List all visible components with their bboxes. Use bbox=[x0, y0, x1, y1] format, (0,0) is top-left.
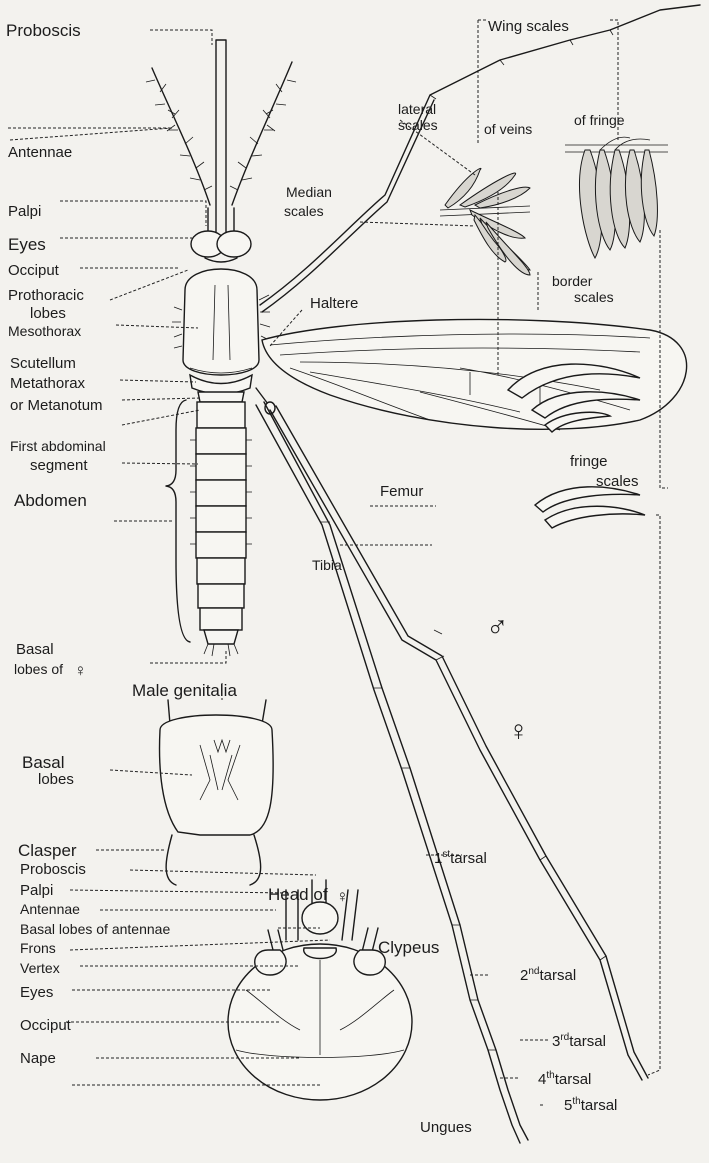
label-border-scales-1: border bbox=[552, 273, 593, 289]
wing-scales-drawing bbox=[440, 137, 668, 275]
label-head-frons: Frons bbox=[20, 940, 56, 956]
label-head-of: Head of bbox=[268, 885, 328, 904]
male-genitalia-drawing bbox=[160, 700, 274, 885]
label-lateral-scales-1: lateral bbox=[398, 101, 436, 117]
tarsal-3-word: tarsal bbox=[569, 1033, 606, 1050]
label-fringe-scales-1: fringe bbox=[570, 453, 608, 470]
label-of-veins: of veins bbox=[484, 121, 532, 137]
label-haltere: Haltere bbox=[310, 295, 358, 312]
label-tarsal-3: 3rdtarsal bbox=[552, 1032, 606, 1050]
female-symbol-basal: ♀ bbox=[74, 661, 87, 680]
label-basal-lobes-2: lobes bbox=[38, 771, 74, 788]
label-first-abdominal-2: segment bbox=[30, 457, 88, 474]
female-head-drawing bbox=[228, 880, 412, 1100]
label-wing-scales: Wing scales bbox=[488, 18, 569, 35]
label-head-palpi: Palpi bbox=[20, 882, 53, 899]
label-ungues: Ungues bbox=[420, 1119, 472, 1136]
label-prothoracic-2: lobes bbox=[30, 305, 66, 322]
tarsal-3-sup: rd bbox=[560, 1032, 569, 1043]
label-head-vertex: Vertex bbox=[20, 960, 60, 976]
label-basal-lobes-f-1: Basal bbox=[16, 641, 54, 658]
label-basal-lobes-f-2: lobes of bbox=[14, 661, 63, 677]
tarsal-1-word: tarsal bbox=[450, 850, 487, 867]
label-median-scales-2: scales bbox=[284, 203, 324, 219]
tarsal-4-num: 4 bbox=[538, 1071, 546, 1088]
label-first-abdominal-1: First abdominal bbox=[10, 438, 106, 454]
label-head-clypeus: Clypeus bbox=[378, 938, 439, 957]
label-metathorax: Metathorax bbox=[10, 375, 86, 392]
female-symbol-head: ♀ bbox=[336, 887, 349, 906]
label-head-antennae: Antennae bbox=[20, 901, 80, 917]
label-head-occiput: Occiput bbox=[20, 1017, 72, 1034]
label-mesothorax: Mesothorax bbox=[8, 323, 81, 339]
label-occiput: Occiput bbox=[8, 262, 60, 279]
label-tarsal-4: 4thtarsal bbox=[538, 1070, 591, 1088]
label-head-proboscis: Proboscis bbox=[20, 861, 86, 878]
label-eyes: Eyes bbox=[8, 235, 46, 254]
label-median-scales-1: Median bbox=[286, 184, 332, 200]
label-head-nape: Nape bbox=[20, 1050, 56, 1067]
label-antennae: Antennae bbox=[8, 144, 72, 161]
tarsal-5-num: 5 bbox=[564, 1097, 572, 1114]
male-symbol: ♂ bbox=[486, 611, 509, 644]
label-tarsal-2: 2ndtarsal bbox=[520, 966, 576, 984]
tarsal-2-word: tarsal bbox=[539, 967, 576, 984]
label-proboscis: Proboscis bbox=[6, 21, 81, 40]
tarsal-1-num: 1 bbox=[434, 850, 442, 867]
label-fringe-scales-2: scales bbox=[596, 473, 639, 490]
label-metanotum: or Metanotum bbox=[10, 397, 103, 414]
label-of-fringe: of fringe bbox=[574, 112, 625, 128]
female-symbol-claws: ♀ bbox=[508, 715, 529, 746]
tarsal-3-num: 3 bbox=[552, 1033, 560, 1050]
tarsal-2-num: 2 bbox=[520, 967, 528, 984]
label-tarsal-1: 1sttarsal bbox=[434, 849, 487, 867]
tarsal-5-sup: th bbox=[572, 1096, 580, 1107]
label-tarsal-5: 5thtarsal bbox=[564, 1096, 617, 1114]
label-abdomen: Abdomen bbox=[14, 491, 87, 510]
label-femur: Femur bbox=[380, 483, 423, 500]
tarsal-5-word: tarsal bbox=[581, 1097, 618, 1114]
label-border-scales-2: scales bbox=[574, 289, 614, 305]
tarsal-4-word: tarsal bbox=[555, 1071, 592, 1088]
label-head-eyes: Eyes bbox=[20, 984, 53, 1001]
label-clasper: Clasper bbox=[18, 841, 77, 860]
tarsal-4-sup: th bbox=[546, 1070, 554, 1081]
label-basal-lobes-1: Basal bbox=[22, 753, 65, 772]
label-head-basal-lobes: Basal lobes of antennae bbox=[20, 921, 170, 937]
tarsal-2-sup: nd bbox=[528, 966, 539, 977]
label-male-genitalia: Male genitalia bbox=[132, 681, 237, 700]
label-palpi: Palpi bbox=[8, 203, 41, 220]
label-prothoracic-1: Prothoracic bbox=[8, 287, 84, 304]
label-tibia: Tibia bbox=[312, 557, 342, 573]
label-scutellum: Scutellum bbox=[10, 355, 76, 372]
label-lateral-scales-2: scales bbox=[398, 117, 438, 133]
